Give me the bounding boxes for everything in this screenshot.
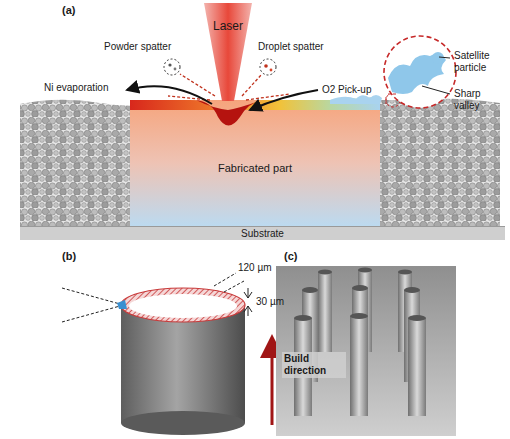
node-text: Substrate bbox=[241, 228, 284, 240]
fabricated-part: Fabricated part bbox=[130, 112, 380, 224]
arrow-label: Build direction bbox=[282, 352, 346, 378]
node-text: Laser bbox=[213, 19, 243, 33]
laser-shape bbox=[204, 3, 252, 101]
panel-letter: (a) bbox=[62, 4, 75, 17]
callout-label: Droplet spatter bbox=[258, 41, 324, 53]
callout-label: Satellite particle bbox=[454, 50, 506, 74]
callout-label: O2 Pick-up bbox=[322, 84, 371, 96]
panel-letter: (c) bbox=[284, 250, 297, 263]
callout-label: Ni evaporation bbox=[44, 82, 108, 94]
dimension-label: 30 µm bbox=[256, 296, 284, 308]
laser-beam: Laser bbox=[204, 3, 252, 101]
node-text: Fabricated part bbox=[218, 162, 292, 175]
callout-label: Sharp valley bbox=[454, 88, 506, 112]
callout-label: Powder spatter bbox=[104, 41, 171, 53]
dimension-label: 120 µm bbox=[238, 262, 272, 274]
panel-letter: (b) bbox=[62, 250, 76, 263]
substrate-band: Substrate bbox=[20, 226, 505, 240]
